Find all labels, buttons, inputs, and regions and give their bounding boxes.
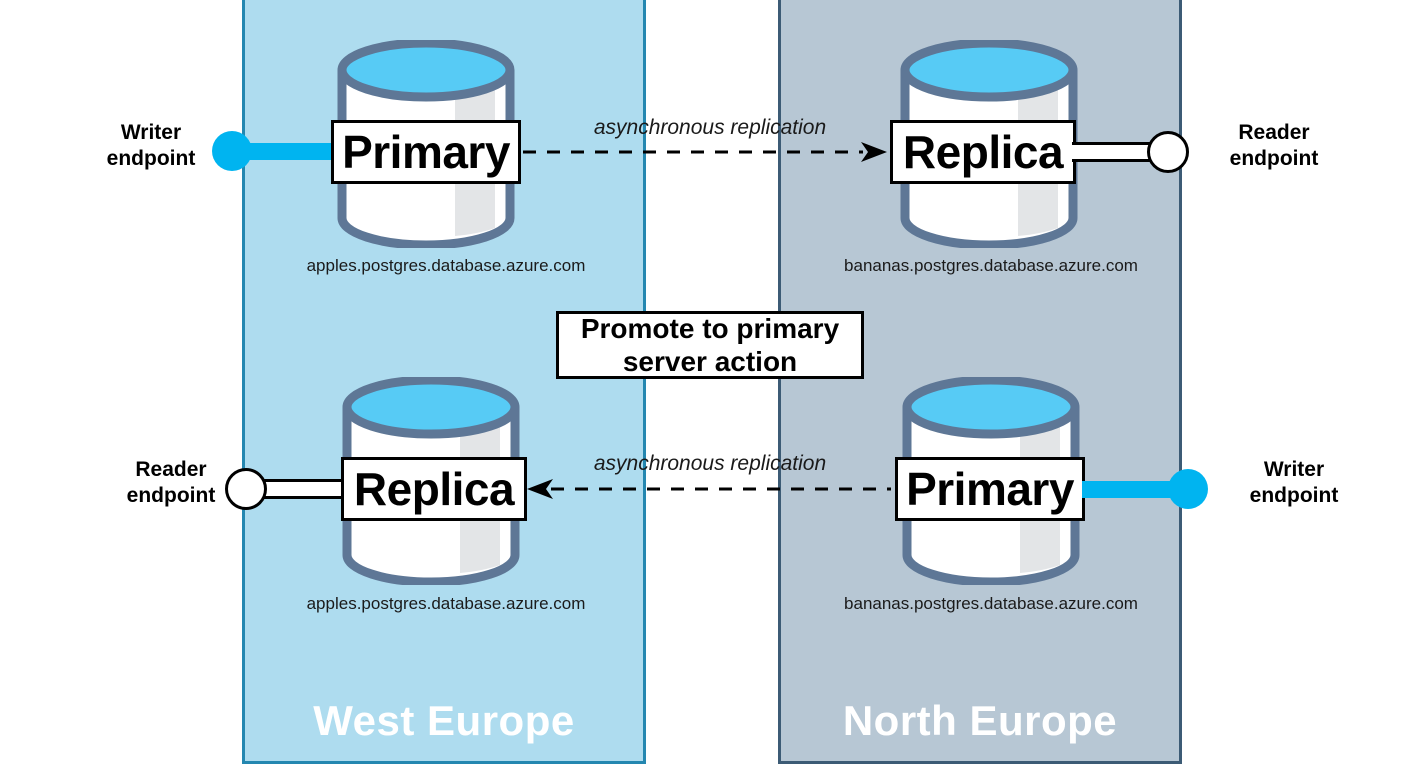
- endpoint-label-line1: Writer: [120, 121, 182, 144]
- region-label-west-europe: West Europe: [313, 697, 575, 744]
- promote-to-primary-callout[interactable]: Promote to primary server action: [556, 311, 864, 379]
- endpoint-label-writer-bottom-right: Writer endpoint: [1224, 457, 1364, 510]
- writer-connector-top-left: [232, 143, 342, 160]
- writer-connector-bottom-right: [1082, 481, 1192, 498]
- replication-caption-bottom: asynchronous replication: [593, 452, 827, 475]
- writer-endpoint-dot-top-left[interactable]: [212, 131, 252, 171]
- replication-arrow-top: [523, 140, 887, 164]
- endpoint-label-line2: endpoint: [1229, 147, 1319, 171]
- endpoint-label-line2: endpoint: [106, 147, 196, 171]
- reader-endpoint-dot-bottom-left[interactable]: [225, 468, 267, 510]
- reader-connector-top-right: [1072, 142, 1170, 162]
- writer-endpoint-dot-bottom-right[interactable]: [1168, 469, 1208, 509]
- endpoint-label-writer-top-left: Writer endpoint: [86, 120, 216, 173]
- endpoint-label-line1: Reader: [135, 458, 207, 481]
- endpoint-label-reader-bottom-left: Reader endpoint: [106, 457, 236, 510]
- endpoint-label-line2: endpoint: [126, 484, 216, 508]
- promote-callout-line1: Promote to primary: [580, 312, 840, 344]
- role-badge-north-primary: Primary: [895, 457, 1085, 521]
- hostname-west-primary: apples.postgres.database.azure.com: [306, 256, 586, 275]
- role-badge-north-replica: Replica: [890, 120, 1076, 184]
- region-label-north-europe: North Europe: [842, 697, 1118, 744]
- endpoint-label-line2: endpoint: [1249, 484, 1339, 508]
- role-badge-west-replica: Replica: [341, 457, 527, 521]
- replication-caption-top: asynchronous replication: [593, 116, 827, 139]
- promote-callout-line2: server action: [622, 346, 798, 377]
- hostname-west-replica: apples.postgres.database.azure.com: [306, 594, 586, 613]
- reader-endpoint-dot-top-right[interactable]: [1147, 131, 1189, 173]
- endpoint-label-line1: Reader: [1238, 121, 1310, 144]
- replication-arrow-bottom: [527, 477, 891, 501]
- endpoint-label-reader-top-right: Reader endpoint: [1204, 120, 1344, 173]
- reader-connector-bottom-left: [247, 479, 347, 499]
- hostname-north-replica: bananas.postgres.database.azure.com: [844, 256, 1138, 275]
- endpoint-label-line1: Writer: [1263, 458, 1325, 481]
- role-badge-west-primary: Primary: [331, 120, 521, 184]
- hostname-north-primary: bananas.postgres.database.azure.com: [844, 594, 1138, 613]
